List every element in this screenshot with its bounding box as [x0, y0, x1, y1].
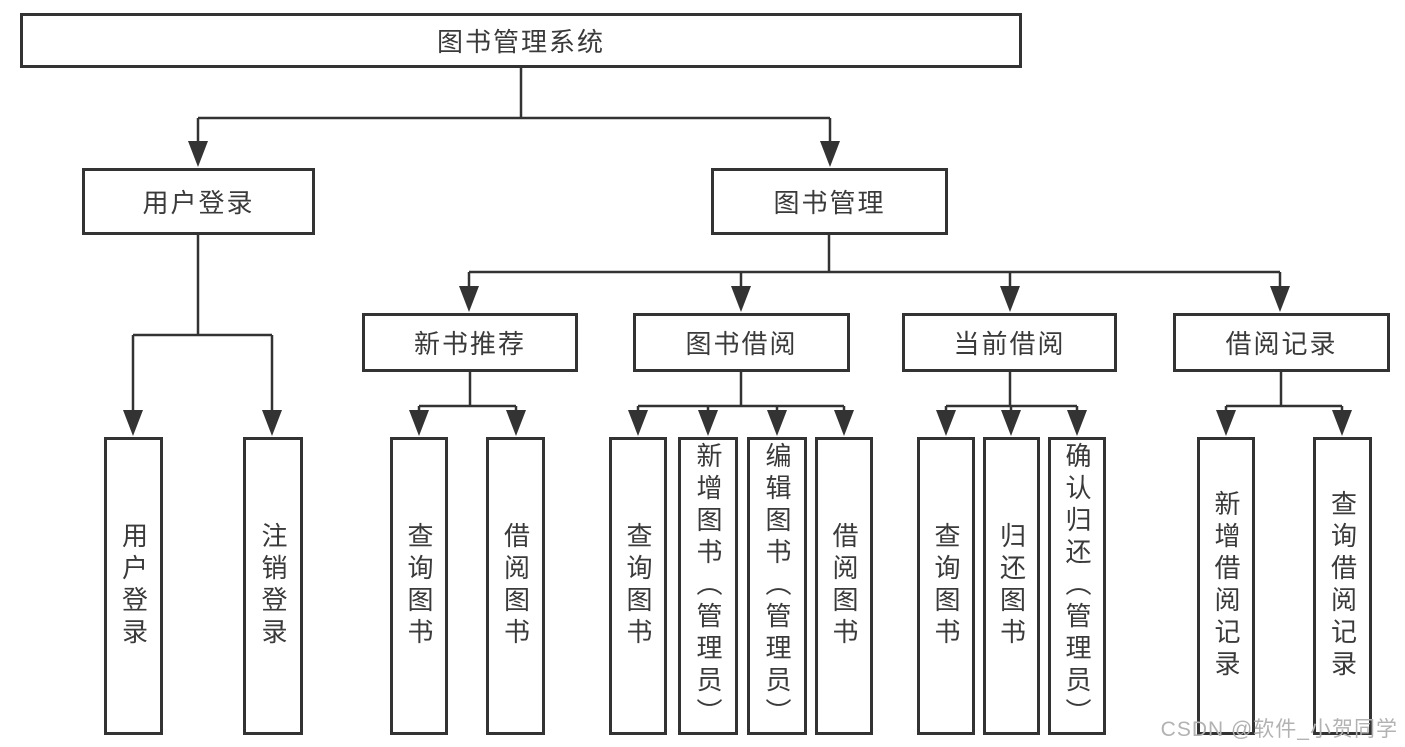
node-current-borrow-label: 当前借阅 [953, 329, 1066, 359]
arrowheads-new-book-recommend [409, 410, 526, 436]
leaf-borrow-books-recommend: 借阅图书 [486, 437, 545, 735]
node-book-management: 图书管理 [711, 168, 948, 235]
arrowheads-current-borrow [936, 410, 1087, 436]
arrowheads-book-borrow [628, 410, 854, 436]
leaf-logout-label: 注销登录 [258, 522, 288, 650]
arrowheads-user-login-leaves [123, 410, 282, 436]
node-book-borrow: 图书借阅 [633, 313, 850, 372]
watermark-text: CSDN @软件_小贺同学 [1160, 718, 1398, 741]
arrowheads-level2 [188, 141, 840, 167]
leaf-add-borrow-record: 新增借阅记录 [1197, 437, 1255, 735]
connector-borrow-record-to-leaves [1224, 372, 1344, 411]
node-root: 图书管理系统 [20, 13, 1022, 68]
leaf-user-login: 用户登录 [104, 437, 163, 735]
leaf-query-books-current: 查询图书 [917, 437, 975, 735]
leaf-query-books-recommend: 查询图书 [390, 437, 448, 735]
node-borrow-record-label: 借阅记录 [1225, 329, 1338, 359]
arrowheads-borrow-record [1216, 410, 1352, 436]
node-new-book-recommend-label: 新书推荐 [413, 329, 526, 359]
connector-book-management-to-level3 [467, 235, 1282, 287]
leaf-confirm-return-admin-label: 确认归还（管理员） [1062, 442, 1092, 730]
leaf-query-borrow-record: 查询借阅记录 [1313, 437, 1372, 735]
node-user-login-label: 用户登录 [142, 188, 255, 218]
leaf-user-login-label: 用户登录 [118, 522, 149, 650]
leaf-borrow-books-borrow-label: 借阅图书 [829, 522, 859, 650]
leaf-confirm-return-admin: 确认归还（管理员） [1048, 437, 1106, 735]
node-book-management-label: 图书管理 [773, 188, 886, 218]
node-borrow-record: 借阅记录 [1173, 313, 1390, 372]
leaf-return-books: 归还图书 [983, 437, 1040, 735]
connector-new-book-recommend-to-leaves [417, 372, 518, 411]
leaf-edit-book-admin-label: 编辑图书（管理员） [762, 442, 792, 730]
connector-current-borrow-to-leaves [944, 372, 1079, 411]
leaf-logout: 注销登录 [243, 437, 303, 735]
leaf-query-books-current-label: 查询图书 [931, 522, 961, 650]
connector-book-borrow-to-leaves [636, 372, 846, 411]
arrowheads-level3 [459, 286, 1290, 312]
node-book-borrow-label: 图书借阅 [685, 329, 798, 359]
connector-root-to-level2 [196, 68, 832, 142]
node-new-book-recommend: 新书推荐 [362, 313, 578, 372]
leaf-add-borrow-record-label: 新增借阅记录 [1211, 490, 1241, 682]
leaf-borrow-books-borrow: 借阅图书 [815, 437, 873, 735]
leaf-query-books-borrow: 查询图书 [609, 437, 667, 735]
leaf-return-books-label: 归还图书 [996, 522, 1027, 650]
leaf-borrow-books-recommend-label: 借阅图书 [500, 522, 531, 650]
leaf-query-borrow-record-label: 查询借阅记录 [1327, 490, 1358, 682]
leaf-add-book-admin: 新增图书（管理员） [678, 437, 738, 735]
leaf-query-books-borrow-label: 查询图书 [623, 522, 653, 650]
connector-user-login-to-leaves [131, 235, 274, 411]
node-current-borrow: 当前借阅 [902, 313, 1117, 372]
leaf-edit-book-admin: 编辑图书（管理员） [747, 437, 807, 735]
node-user-login: 用户登录 [82, 168, 315, 235]
node-root-label: 图书管理系统 [436, 27, 605, 57]
leaf-query-books-recommend-label: 查询图书 [404, 522, 434, 650]
leaf-add-book-admin-label: 新增图书（管理员） [693, 442, 723, 730]
